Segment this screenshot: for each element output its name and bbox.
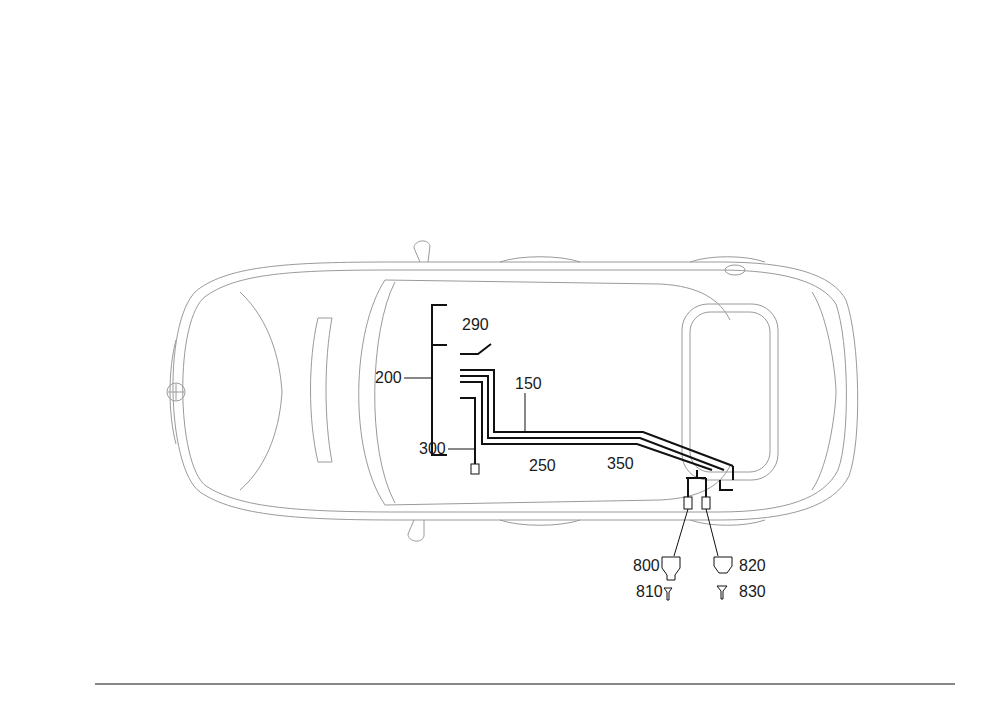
callout-number: 820 bbox=[739, 557, 766, 575]
callout-number: 350 bbox=[607, 455, 634, 473]
connectors bbox=[448, 393, 732, 600]
wiring-harness bbox=[404, 305, 733, 497]
callout-number: 810 bbox=[636, 583, 663, 601]
footer-rule bbox=[95, 684, 955, 685]
callout-number: 300 bbox=[419, 440, 446, 458]
callout-number: 150 bbox=[515, 375, 542, 393]
car-outline bbox=[167, 241, 858, 541]
callout-number: 800 bbox=[633, 557, 660, 575]
callout-number: 250 bbox=[529, 457, 556, 475]
callout-number: 290 bbox=[462, 316, 489, 334]
callout-number: 830 bbox=[739, 583, 766, 601]
callout-number: 200 bbox=[375, 369, 402, 387]
